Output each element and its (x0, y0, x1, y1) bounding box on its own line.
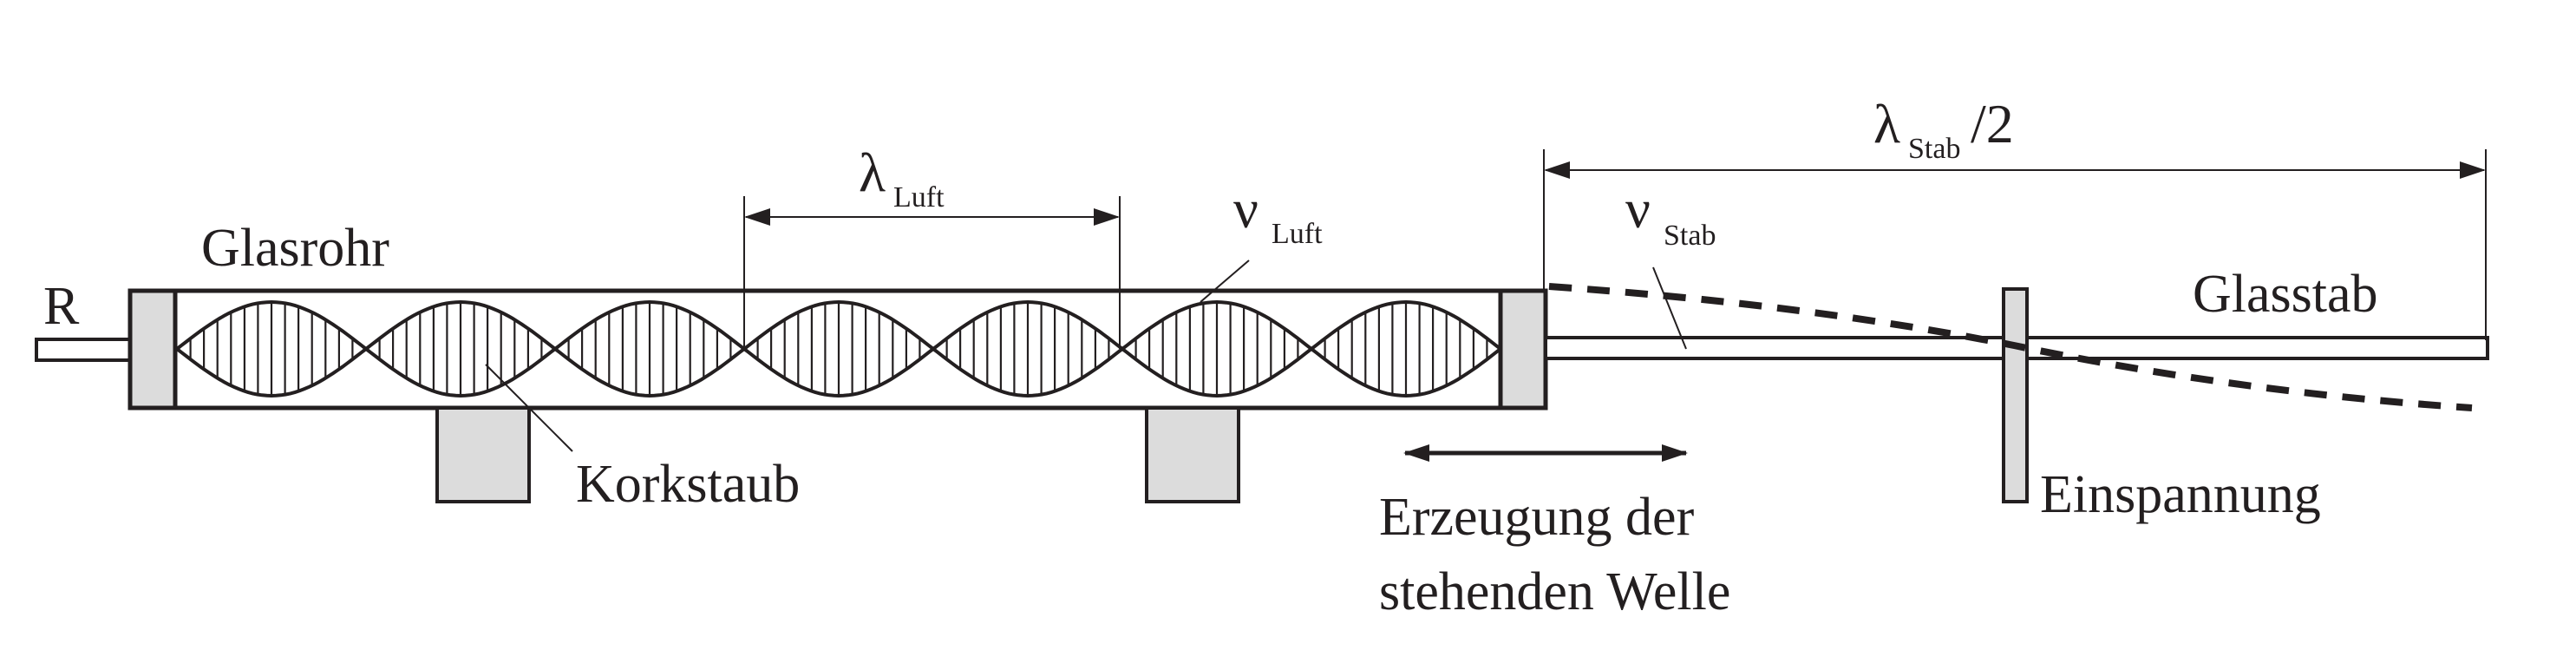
standing-wave-envelope (553, 347, 746, 398)
clamp (2002, 287, 2029, 503)
cork-dust-standing-wave (175, 299, 1502, 398)
label-glasrohr: Glasrohr (201, 219, 389, 278)
korkstaub-leader (485, 364, 573, 452)
standing-wave-loop (175, 299, 368, 398)
left-end-cap (127, 288, 178, 411)
standing-wave-loop (364, 299, 557, 398)
label-glasstab: Glasstab (2193, 265, 2378, 324)
standing-wave-envelope (742, 347, 935, 398)
standing-wave-envelope (175, 347, 368, 398)
standing-wave-envelope (364, 347, 557, 398)
nu-luft-subscript: Luft (1272, 218, 1323, 250)
standing-wave-envelope (742, 299, 935, 351)
standing-wave-loop (553, 299, 746, 398)
label-korkstaub: Korkstaub (576, 455, 800, 514)
nu-luft-symbol: ν (1233, 178, 1259, 240)
left-rod (35, 338, 134, 362)
right-end-cap (1498, 288, 1548, 411)
nu-stab-symbol: ν (1625, 178, 1651, 240)
nu-luft-leader (1200, 260, 1250, 303)
standing-wave-loop (932, 299, 1124, 398)
standing-wave-envelope (932, 347, 1124, 398)
standing-wave-envelope (553, 299, 746, 351)
label-einspannung: Einspannung (2040, 465, 2321, 524)
standing-wave-envelope (175, 299, 368, 351)
standing-wave-envelope (364, 299, 557, 351)
standing-wave-loop (1310, 299, 1502, 398)
nu-stab-subscript: Stab (1664, 220, 1716, 252)
rod-deflection-dashed-line (1548, 283, 2473, 411)
lambda-stab-symbol: λ (1873, 93, 1900, 154)
standing-wave-loop (742, 299, 935, 398)
lambda-stab-half: /2 (1971, 93, 2014, 154)
standing-wave-envelope (932, 299, 1124, 351)
standing-wave-envelope (1121, 347, 1313, 398)
standing-wave-envelope (1121, 299, 1313, 351)
standing-wave-envelope (1310, 299, 1502, 351)
lambda-luft-subscript: Luft (893, 181, 945, 214)
lambda-stab-subscript: Stab (1908, 133, 1960, 165)
label-erzeugung-line2: stehenden Welle (1379, 562, 1730, 621)
standing-wave-envelope (1310, 347, 1502, 398)
right-support (1145, 406, 1240, 503)
nu-stab-leader (1652, 266, 1687, 350)
lambda-luft-symbol: λ (859, 141, 886, 203)
label-r: R (43, 277, 80, 336)
label-erzeugung-line1: Erzeugung der (1379, 488, 1695, 547)
standing-wave-loop (1121, 299, 1313, 398)
left-support (435, 406, 531, 503)
